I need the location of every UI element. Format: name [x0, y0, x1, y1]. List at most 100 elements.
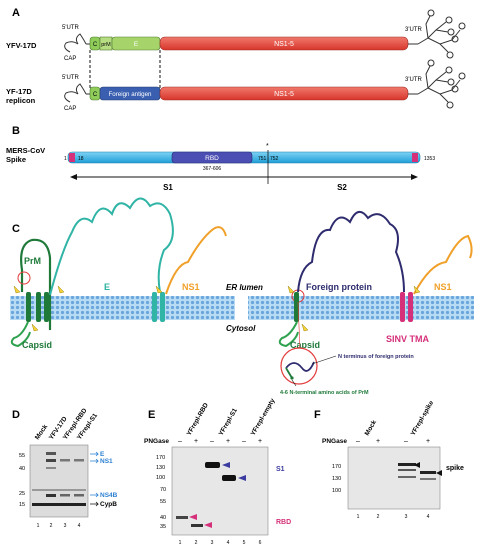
prm-tm-helix [36, 292, 41, 322]
band [222, 475, 236, 481]
band-label: E [100, 451, 105, 458]
mw-marker: 130 [332, 476, 341, 482]
capsid-label-right: Capsid [290, 340, 320, 350]
pngase-label: PNGase [322, 438, 347, 445]
pngase-label: PNGase [144, 438, 169, 445]
group-label: YFrepl-spike [410, 399, 436, 437]
group-label: YFrepl-S1 [218, 407, 239, 437]
mw-marker: 130 [156, 465, 165, 471]
s1-label: S1 [163, 183, 173, 192]
e-label: E [104, 282, 110, 292]
blot-d-bands [32, 452, 86, 506]
arrow-left-icon [70, 174, 77, 180]
yfv-label: YFV-17D [6, 41, 37, 50]
e-tm-helix [160, 292, 165, 322]
band-arrow-icon [90, 492, 99, 498]
panel-label-c: C [12, 223, 20, 235]
prm-n-term-circle [17, 271, 31, 285]
spike-label-2: Spike [6, 155, 26, 164]
band-arrow-icon [90, 458, 99, 464]
lane-number: 1 [179, 540, 182, 546]
spike-label: spike [446, 465, 464, 472]
band-arrow-icon [90, 501, 99, 507]
utr5-loop [64, 83, 87, 103]
panel-label-e: E [148, 409, 155, 421]
pngase-sign: – [210, 438, 214, 445]
zoom-dot [290, 376, 294, 380]
prm-label: prM [101, 42, 111, 48]
band [398, 469, 416, 471]
cleavage-star: * [266, 143, 269, 150]
lane-number: 2 [195, 540, 198, 546]
s1-arrowhead-icon [238, 475, 246, 481]
cytosol-label: Cytosol [226, 324, 256, 333]
pngase-sign: + [426, 438, 430, 445]
mw-marker: 170 [156, 455, 165, 461]
lane-number: 3 [64, 523, 67, 529]
lane-number: 4 [227, 540, 230, 546]
pngase-sign: – [178, 438, 182, 445]
mw-marker: 35 [160, 524, 166, 530]
blot-f-bands [398, 463, 436, 480]
scissor-icon [13, 285, 21, 294]
blot-e-bands [176, 462, 236, 527]
ns1-chain [413, 234, 473, 295]
zoom-line [297, 301, 301, 351]
s2-label: S2 [337, 183, 347, 192]
pos-752: 752 [270, 156, 279, 162]
spike-arrowhead-icon [436, 470, 442, 476]
utr3-label: 3'UTR [405, 77, 422, 83]
foreign-protein-label: Foreign protein [306, 282, 372, 292]
prm-tm-helix [44, 292, 49, 322]
pos-1353: 1353 [424, 156, 435, 162]
mw-marker: 100 [156, 475, 165, 481]
rbd-range: 367-606 [203, 166, 222, 172]
er-lumen-label: ER lumen [226, 283, 263, 292]
pointer-line [291, 379, 297, 387]
pngase-sign: + [258, 438, 262, 445]
band [420, 478, 436, 480]
replicon-label-1: YF-17D [6, 87, 32, 96]
band [205, 462, 220, 468]
zoom-foreign-chain [285, 361, 315, 372]
cap-label: CAP [64, 106, 76, 112]
spike-label-1: MERS-CoV [6, 146, 45, 155]
band [176, 516, 188, 519]
pointer-line [311, 355, 337, 365]
pngase-sign: + [376, 438, 380, 445]
blot-d [29, 444, 89, 518]
mw-marker: 70 [160, 487, 166, 493]
band [398, 463, 416, 466]
band [398, 476, 416, 478]
prm-tm-helix [294, 292, 299, 322]
annotation-foreign-n-term: N terminus of foreign protein [338, 354, 414, 360]
c-label: C [93, 92, 98, 98]
utr3-label: 3'UTR [405, 27, 422, 33]
c-label: C [93, 42, 98, 48]
band [60, 459, 70, 462]
band [74, 494, 84, 497]
mw-marker: 170 [332, 464, 341, 470]
panel-label-d: D [12, 409, 20, 421]
band [191, 524, 203, 527]
blot-e [171, 446, 269, 536]
scissor-icon [57, 285, 65, 294]
lane-number: 3 [405, 514, 408, 520]
scissor-icon [31, 323, 39, 332]
sinv-tma-label: SINV TMA [386, 334, 430, 344]
group-label: YFrepl-RBD [186, 402, 210, 437]
lane-number: 1 [37, 523, 40, 529]
spike-arrowhead-icon [414, 462, 420, 468]
signal-peptide [69, 153, 75, 162]
scissor-icon [155, 285, 163, 294]
prm-tm-helix [26, 292, 31, 322]
pngase-sign: – [356, 438, 360, 445]
ns-label: NS1-5 [274, 41, 294, 48]
pngase-sign: + [194, 438, 198, 445]
e-tm-helix [152, 292, 157, 322]
rbd-arrowhead-icon [204, 522, 212, 528]
scissor-icon [413, 285, 421, 294]
capsid-chain [278, 321, 299, 348]
tm-domain [412, 153, 418, 162]
utr3-structure [417, 59, 466, 109]
